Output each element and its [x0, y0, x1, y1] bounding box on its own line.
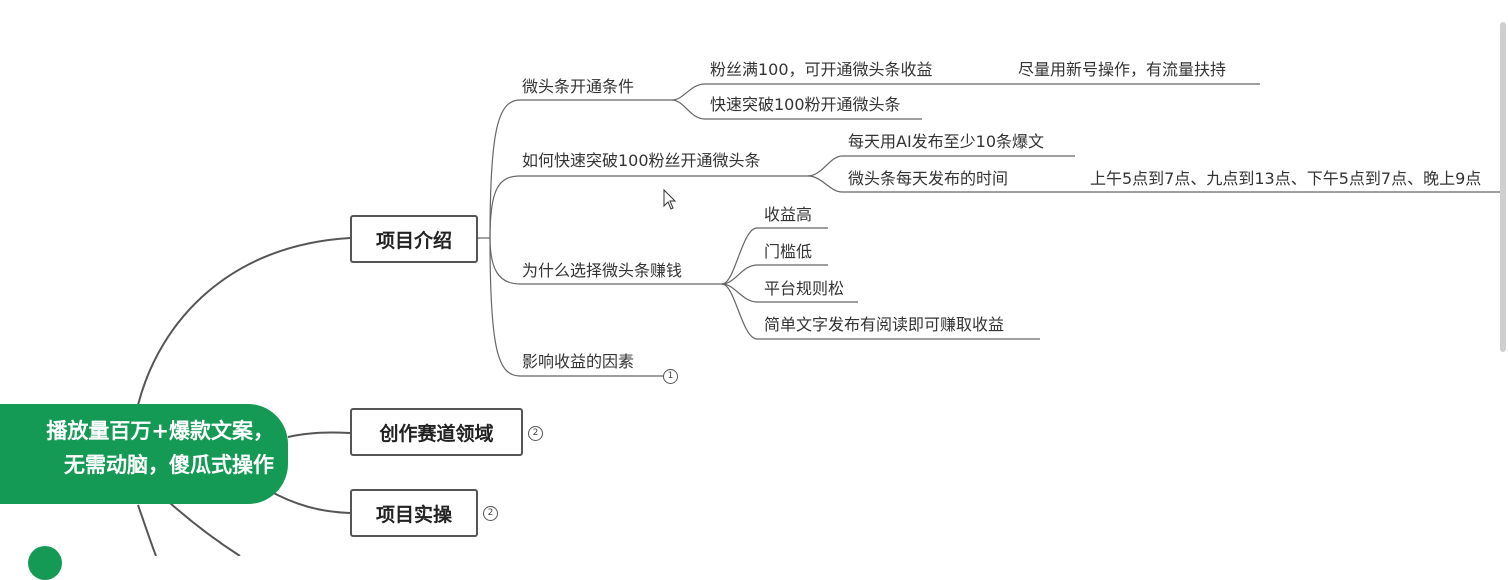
- collapse-badge-track[interactable]: 2: [528, 426, 543, 441]
- topic-practice[interactable]: 项目实操: [350, 489, 478, 537]
- leaf-how-fast-time-detail[interactable]: 上午5点到7点、九点到13点、下午5点到7点、晚上9点: [1090, 169, 1482, 188]
- green-node-marker: [28, 546, 62, 580]
- connector-root-lower2: [137, 504, 157, 556]
- branch-condition[interactable]: 微头条开通条件: [522, 77, 635, 96]
- leaf-why-threshold[interactable]: 门槛低: [764, 242, 813, 261]
- branch-why[interactable]: 为什么选择微头条赚钱: [522, 261, 683, 280]
- vertical-scrollbar[interactable]: [1500, 22, 1506, 352]
- leaf-why-simple[interactable]: 简单文字发布有阅读即可赚取收益: [764, 315, 1005, 334]
- connector-root-practice: [267, 489, 351, 514]
- branch-factors[interactable]: 影响收益的因素: [522, 352, 635, 371]
- topic-intro[interactable]: 项目介绍: [350, 215, 478, 263]
- mouse-cursor-icon: [663, 188, 677, 210]
- branch-how-fast[interactable]: 如何快速突破100粉丝开通微头条: [522, 151, 761, 170]
- collapse-badge-factors[interactable]: 1: [663, 369, 678, 384]
- leaf-how-fast-time[interactable]: 微头条每天发布的时间: [848, 169, 1009, 188]
- topic-track[interactable]: 创作赛道领域: [350, 408, 523, 456]
- leaf-condition-fast[interactable]: 快速突破100粉开通微头条: [710, 95, 901, 114]
- leaf-why-rules[interactable]: 平台规则松: [764, 279, 845, 298]
- connector-root-lower1: [169, 502, 241, 556]
- leaf-why-income[interactable]: 收益高: [764, 205, 813, 224]
- connector-root-track: [287, 431, 351, 438]
- leaf-how-fast-daily[interactable]: 每天用AI发布至少10条爆文: [848, 132, 1045, 151]
- root-line-1: 播放量百万+爆款文案，: [46, 419, 274, 443]
- collapse-badge-practice[interactable]: 2: [483, 506, 498, 521]
- root-node[interactable]: 播放量百万+爆款文案， 无需动脑，傻瓜式操作: [0, 404, 288, 504]
- leaf-condition-fans[interactable]: 粉丝满100，可开通微头条收益: [710, 60, 933, 79]
- root-line-2: 无需动脑，傻瓜式操作: [64, 453, 274, 477]
- leaf-condition-fans-note[interactable]: 尽量用新号操作，有流量扶持: [1018, 60, 1227, 79]
- connector-root-intro: [137, 237, 351, 406]
- mindmap-connectors: [137, 83, 1500, 556]
